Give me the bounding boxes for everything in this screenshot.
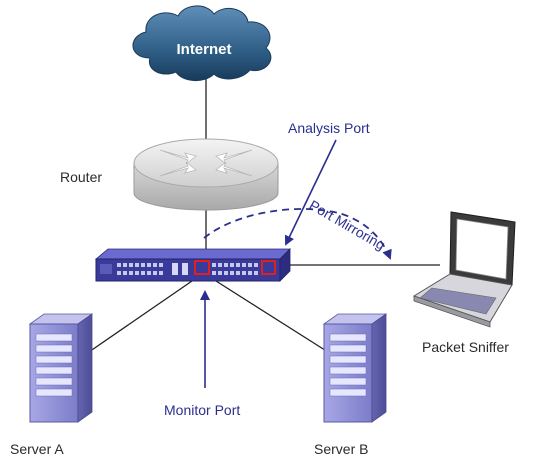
server-a-label: Server A [10,441,64,457]
analysis-port-label: Analysis Port [288,120,370,136]
server-b-label: Server B [314,441,368,457]
packet-sniffer-label: Packet Sniffer [422,339,509,355]
annotation-arrows [200,139,392,388]
analysis-port-arrow [284,139,337,246]
server-a-icon [28,313,94,423]
monitor-port-highlight [194,260,210,275]
link-switch-server-b [215,280,329,353]
port-mirroring-label: Port Mirroring [307,197,388,253]
switch-port-group-left [117,263,163,275]
server-b-icon [322,313,388,423]
packet-sniffer-laptop-icon [412,211,516,328]
internet-label: Internet [176,41,231,58]
port-mirroring-arrow [203,208,392,260]
switch-icon [94,248,291,282]
monitor-port-label: Monitor Port [164,402,240,418]
switch-port-group-right [212,263,258,275]
router-icon [133,138,279,211]
internet-cloud-icon: Internet [132,5,272,81]
link-switch-server-a [85,280,193,355]
router-label: Router [60,169,102,185]
analysis-port-highlight [261,260,276,275]
connection-lines [85,72,440,355]
